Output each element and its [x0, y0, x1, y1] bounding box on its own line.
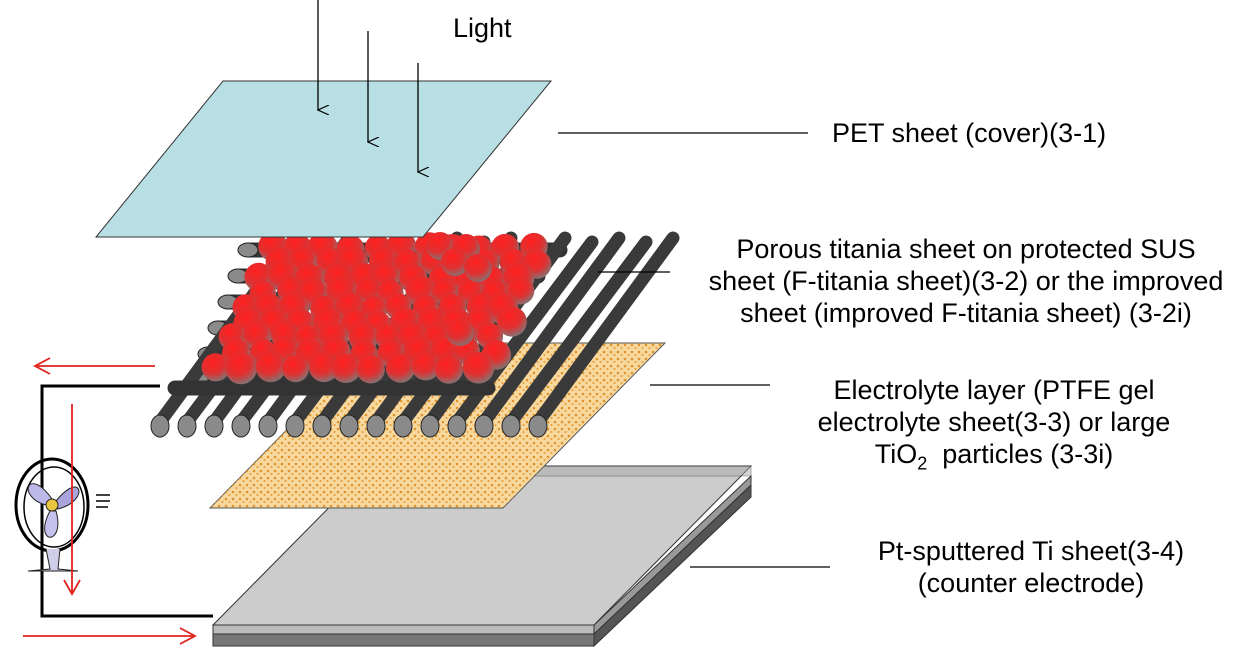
- wire-end: [447, 414, 467, 438]
- electrolyte-layer-label: Electrolyte layer (PTFE gel electrolyte …: [817, 375, 1171, 474]
- titania-sphere: [201, 353, 230, 382]
- wire-end: [177, 414, 197, 438]
- light-label: Light: [453, 13, 512, 43]
- fan-icon: [14, 457, 110, 572]
- wire-end: [312, 414, 332, 438]
- wire-end: [204, 414, 224, 438]
- titania-sphere: [356, 355, 385, 384]
- leader-lines: [558, 132, 830, 568]
- wire-end: [528, 414, 548, 438]
- current-arrows: [23, 357, 197, 645]
- titania-sphere: [464, 254, 492, 282]
- titania-sphere: [411, 352, 440, 381]
- wire-end: [474, 414, 494, 438]
- counter-electrode-label: Pt-sputtered Ti sheet(3-4) (counter elec…: [877, 536, 1185, 598]
- titania-sphere: [507, 277, 535, 305]
- wire-end: [393, 414, 413, 438]
- wire-end: [258, 414, 278, 438]
- titania-sphere: [385, 353, 416, 383]
- titania-sphere: [441, 248, 469, 276]
- wire-rod: [477, 231, 626, 429]
- titania-sphere: [496, 306, 527, 337]
- titania-sphere: [225, 352, 257, 385]
- wire-end: [366, 414, 386, 438]
- titania-sphere: [446, 318, 474, 346]
- titania-sphere: [434, 355, 463, 384]
- pet-sheet-label: PET sheet (cover)(3-1): [832, 118, 1107, 148]
- titania-sphere: [462, 352, 495, 384]
- light-arrows: [318, 0, 418, 172]
- titania-sphere: [282, 355, 309, 383]
- wire-rod: [531, 231, 680, 429]
- titania-particles: [201, 231, 552, 385]
- pet-cover-sheet: [94, 80, 553, 238]
- wire-end: [231, 414, 251, 438]
- titania-sphere: [255, 352, 286, 383]
- wire-end: [285, 414, 305, 438]
- wire-end: [150, 414, 170, 438]
- titania-sheet-label: Porous titania sheet on protected SUS sh…: [708, 234, 1224, 328]
- titania-sphere: [331, 353, 361, 383]
- wire-end: [237, 242, 259, 258]
- wire-end: [339, 414, 359, 438]
- wire-end: [501, 414, 521, 438]
- wire-end: [420, 414, 440, 438]
- titania-sphere: [309, 352, 339, 383]
